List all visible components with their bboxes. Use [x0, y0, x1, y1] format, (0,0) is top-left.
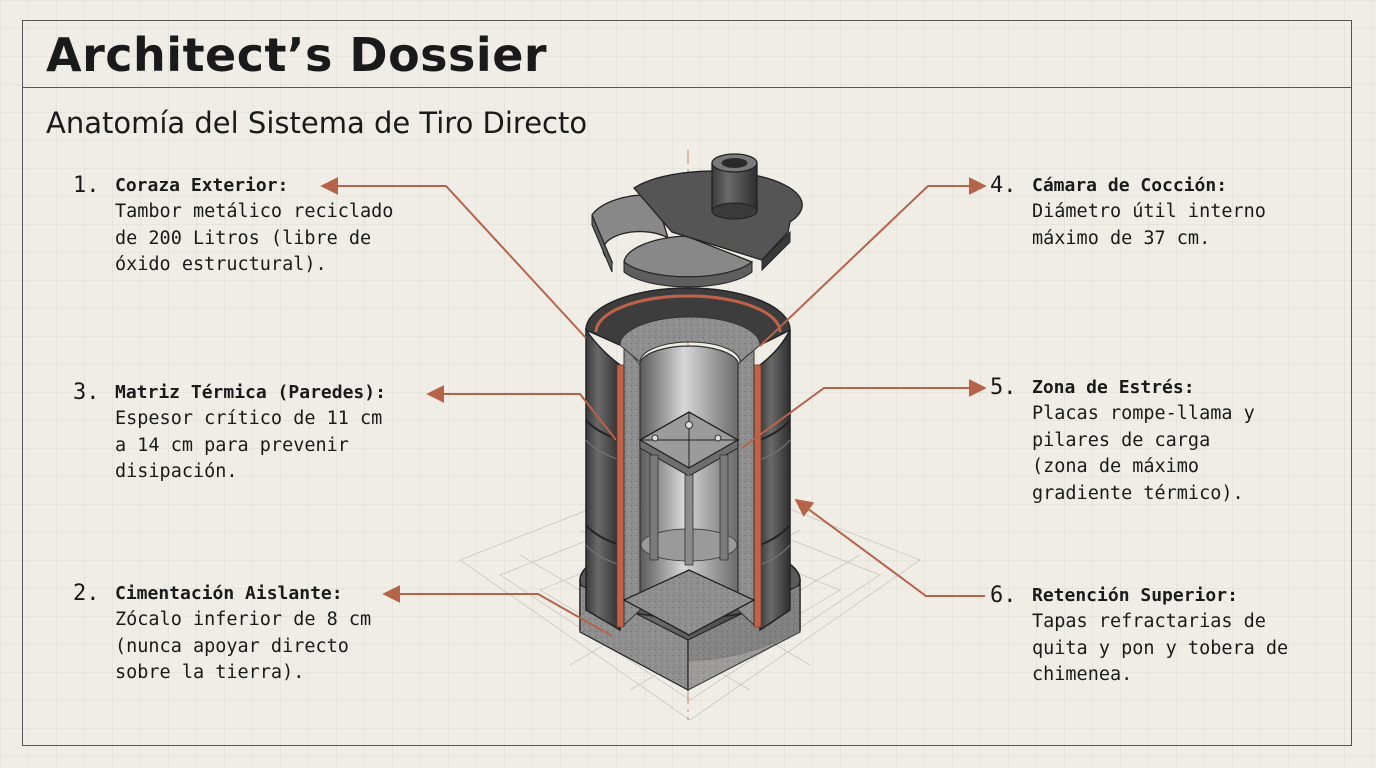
callout-heading: Cimentación Aislante: — [115, 583, 343, 604]
callout-description: Diámetro útil interno máximo de 37 cm. — [1032, 201, 1266, 249]
callout-heading: Retención Superior: — [1032, 585, 1238, 606]
callout-heading: Zona de Estrés: — [1032, 377, 1195, 398]
removable-lids — [591, 170, 803, 288]
callout-number: 6. — [990, 583, 1017, 608]
chimney-nozzle — [711, 153, 758, 220]
flame-breaker-plates — [638, 411, 740, 566]
leader-2 — [382, 585, 613, 637]
leader-4 — [759, 177, 987, 347]
callout-number: 5. — [990, 375, 1017, 400]
leader-5 — [741, 379, 987, 449]
callout-description: Zócalo inferior de 8 cm (nunca apoyar di… — [115, 609, 372, 683]
refractory-walls — [619, 316, 761, 627]
callout-heading: Coraza Exterior: — [115, 175, 289, 196]
callout-number: 1. — [73, 173, 100, 198]
callout-description: Tambor metálico reciclado de 200 Litros … — [115, 201, 394, 275]
callout-description: Placas rompe-llama y pilares de carga (z… — [1032, 403, 1255, 504]
callout-stress-zone: 5. Zona de Estrés: Placas rompe-llama y … — [990, 375, 1255, 507]
dossier-frame — [22, 20, 1352, 746]
leader-6 — [794, 498, 985, 597]
callout-description: Tapas refractarias de quita y pon y tobe… — [1032, 611, 1289, 685]
callout-number: 3. — [73, 380, 100, 405]
copper-liner-left — [616, 364, 625, 628]
leader-1 — [320, 177, 587, 339]
callout-number: 2. — [73, 581, 100, 606]
callout-number: 4. — [990, 173, 1017, 198]
callout-cooking-chamber: 4. Cámara de Cocción: Diámetro útil inte… — [990, 173, 1266, 252]
callout-heading: Matriz Térmica (Paredes): — [115, 382, 386, 403]
callout-upper-retention: 6. Retención Superior: Tapas refractaria… — [990, 583, 1289, 689]
callout-description: Espesor crítico de 11 cm a 14 cm para pr… — [115, 408, 383, 482]
leader-lines — [320, 177, 987, 637]
leader-3 — [426, 385, 617, 441]
callout-thermal-matrix: 3. Matriz Térmica (Paredes): Espesor crí… — [73, 380, 386, 486]
callout-insulating-foundation: 2. Cimentación Aislante: Zócalo inferior… — [73, 581, 372, 687]
callout-outer-shell: 1. Coraza Exterior: Tambor metálico reci… — [73, 173, 394, 279]
copper-liner-right — [753, 364, 762, 628]
page-title: Architect’s Dossier — [46, 28, 548, 82]
page-subtitle: Anatomía del Sistema de Tiro Directo — [46, 106, 588, 140]
callout-heading: Cámara de Cocción: — [1032, 175, 1228, 196]
floor-cutaway — [622, 569, 756, 636]
title-bar — [22, 20, 1352, 88]
